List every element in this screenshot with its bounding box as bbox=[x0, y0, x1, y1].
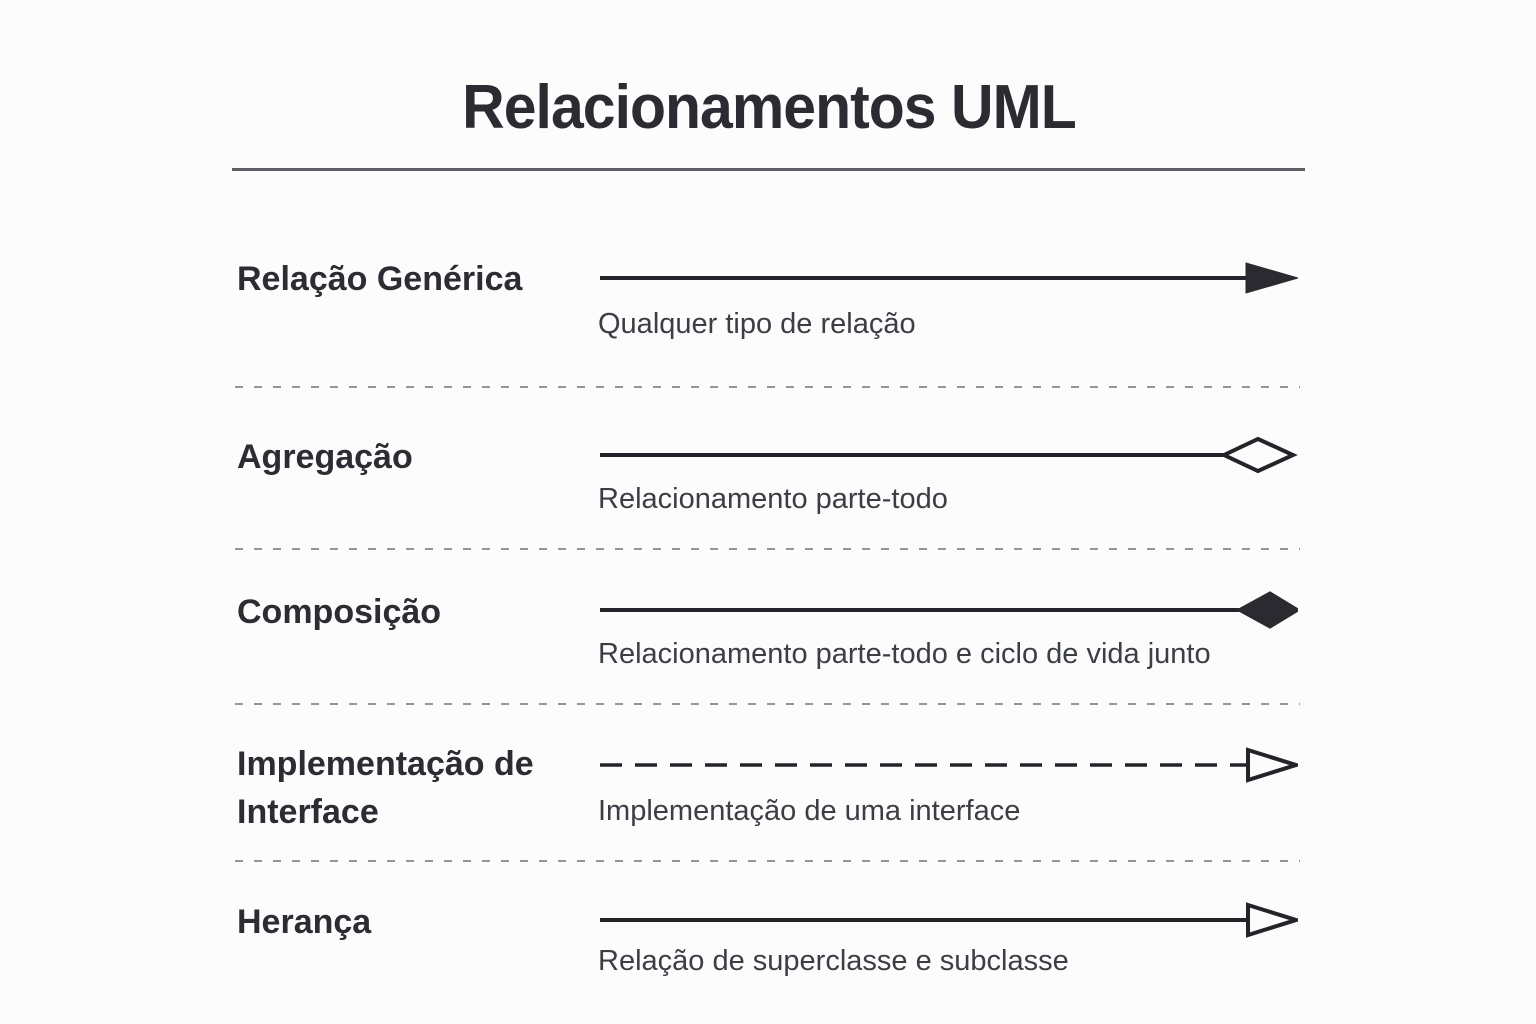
description-composicao: Relacionamento parte-todo e ciclo de vid… bbox=[598, 638, 1211, 670]
description-implementacao-interface: Implementação de uma interface bbox=[598, 795, 1021, 827]
description-heranca: Relação de superclasse e subclasse bbox=[598, 945, 1069, 977]
description-relacao-generica: Qualquer tipo de relação bbox=[598, 308, 916, 340]
filled-arrow-connector-icon bbox=[600, 262, 1298, 294]
hollow-diamond-connector-icon bbox=[600, 436, 1298, 474]
label-agregacao: Agregação bbox=[237, 438, 413, 476]
row-separator bbox=[235, 386, 1300, 388]
label-heranca: Herança bbox=[237, 903, 372, 941]
dashed-hollow-triangle-connector-icon bbox=[600, 747, 1298, 783]
description-agregacao: Relacionamento parte-todo bbox=[598, 483, 948, 515]
page-title: Relacionamentos UML bbox=[461, 73, 1077, 142]
row-separator bbox=[235, 703, 1300, 705]
row-separator bbox=[235, 548, 1300, 550]
label-implementacao-interface: Implementação de Interface bbox=[237, 745, 534, 831]
hollow-triangle-connector-icon bbox=[600, 902, 1298, 938]
title-underline bbox=[232, 168, 1305, 171]
filled-diamond-connector-icon bbox=[600, 591, 1298, 629]
label-relacao-generica: Relação Genérica bbox=[237, 260, 523, 298]
row-separator bbox=[235, 860, 1300, 862]
label-composicao: Composição bbox=[237, 593, 442, 631]
